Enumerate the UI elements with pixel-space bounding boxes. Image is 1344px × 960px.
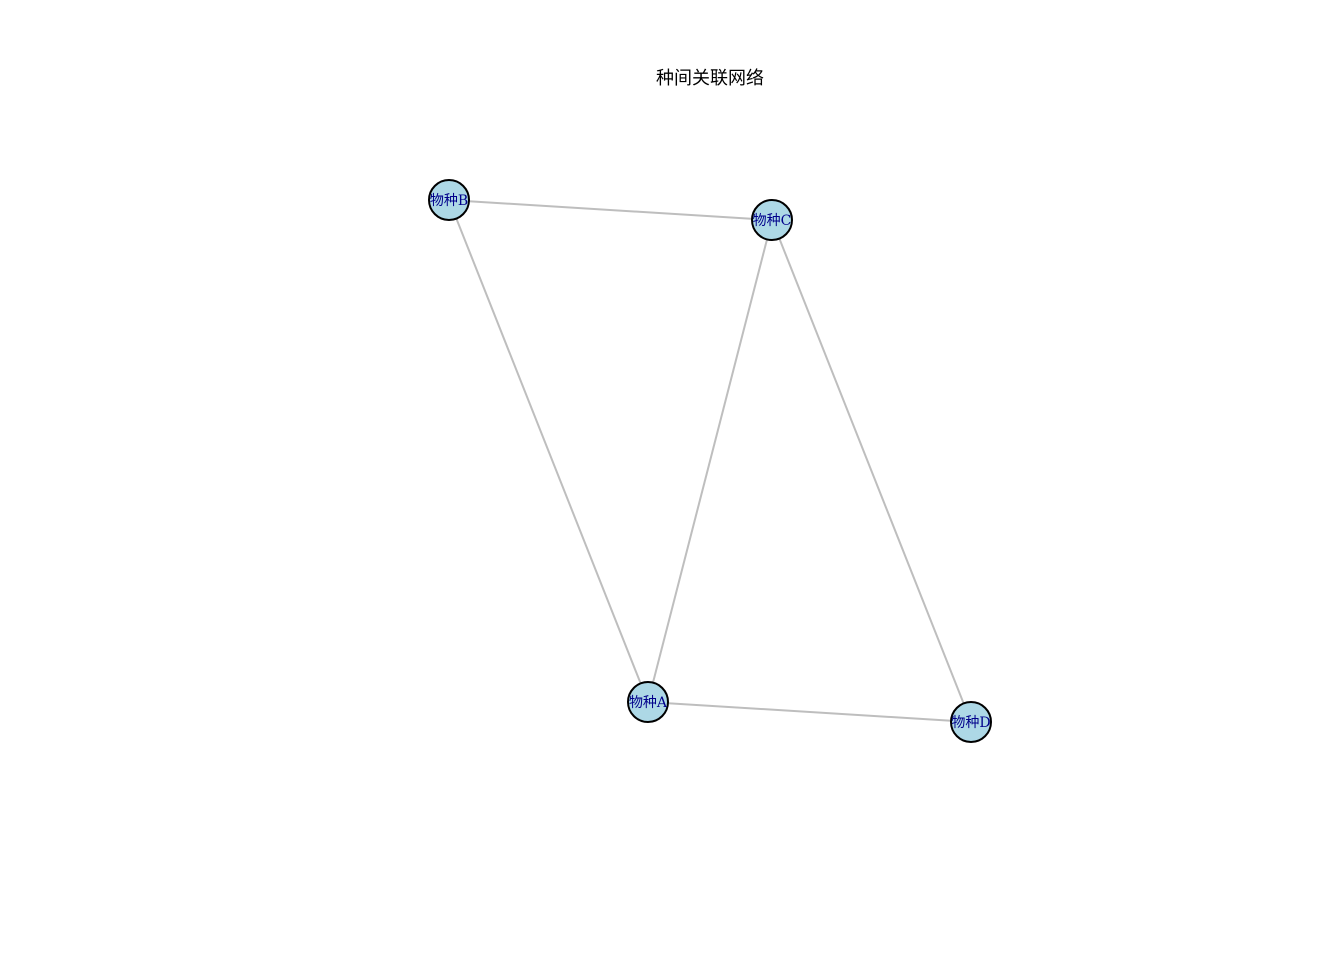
node-label-d: 物种D — [951, 715, 990, 731]
edge-a-d — [647, 701, 972, 723]
node-label-c: 物种C — [753, 213, 792, 229]
edge-c-d — [771, 219, 972, 723]
node-circle-c — [751, 199, 793, 241]
node-label-b: 物种B — [430, 193, 468, 209]
node-c: 物种C — [751, 199, 793, 241]
node-circle-a — [627, 681, 669, 723]
node-circle-b — [428, 179, 470, 221]
node-label-a: 物种A — [629, 695, 668, 711]
node-a: 物种A — [627, 681, 669, 723]
node-d: 物种D — [950, 701, 992, 743]
edge-c-a — [647, 219, 773, 703]
edge-b-a — [448, 199, 649, 703]
nodes-layer: 物种A 物种B 物种C 物种D — [428, 179, 992, 743]
edges-layer — [448, 199, 972, 723]
node-b: 物种B — [428, 179, 470, 221]
node-circle-d — [950, 701, 992, 743]
diagram-title: 种间关联网络 — [656, 68, 764, 89]
edge-b-c — [448, 199, 773, 221]
